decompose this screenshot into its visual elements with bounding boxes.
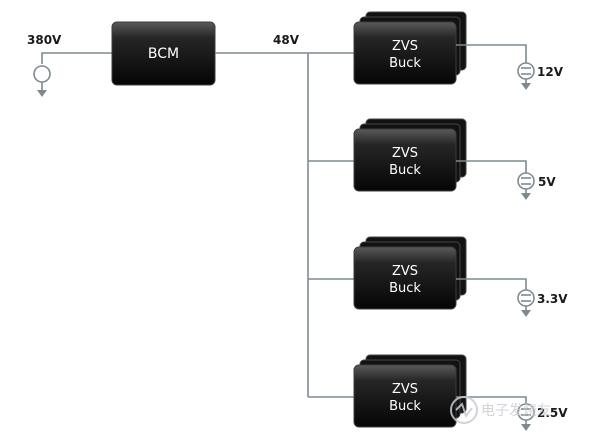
- converter-label-line2: Buck: [389, 281, 421, 296]
- input-ground-arrow-icon: [37, 90, 47, 97]
- input-source-icon: [33, 65, 51, 83]
- converter-label-line1: ZVS: [392, 382, 418, 397]
- input-source: 380V: [27, 33, 112, 97]
- converter-stack: ZVS Buck 12V: [353, 11, 564, 90]
- bcm-label: BCM: [148, 46, 179, 62]
- converter-label-line1: ZVS: [392, 264, 418, 279]
- converter-label-line2: Buck: [389, 163, 421, 178]
- converter-box: [353, 364, 457, 428]
- converter-label-line2: Buck: [389, 399, 421, 414]
- converter-label-line2: Buck: [389, 56, 421, 71]
- output-wire: [456, 396, 527, 404]
- current-source-icon: [517, 62, 535, 80]
- converter-box: [353, 246, 457, 310]
- converter-label-line1: ZVS: [392, 146, 418, 161]
- converter-stack: ZVS Buck 3.3V: [353, 236, 568, 317]
- converter-box: [353, 128, 457, 192]
- converter-stack: ZVS Buck 5V: [353, 118, 556, 200]
- output-voltage-label: 12V: [537, 65, 564, 79]
- ground-arrow-icon: [521, 83, 531, 90]
- watermark: 电子发烧友: [450, 396, 551, 424]
- output-wire: [456, 44, 527, 63]
- converter-stack: ZVS Buck 2.5V: [353, 354, 568, 431]
- watermark-logo-icon: [450, 396, 478, 424]
- converter-box: [353, 21, 457, 85]
- watermark-text: 电子发烧友: [481, 403, 551, 419]
- current-source-icon: [517, 172, 535, 190]
- bcm-block: BCM: [111, 21, 216, 86]
- output-voltage-label: 5V: [538, 175, 556, 189]
- output-wire: [456, 278, 527, 290]
- ground-arrow-icon: [521, 193, 531, 200]
- watermark-logo-mark: [455, 402, 473, 419]
- ground-arrow-icon: [521, 310, 531, 317]
- output-voltage-label: 3.3V: [537, 292, 568, 306]
- current-source-icon: [517, 289, 535, 307]
- converter-label-line1: ZVS: [392, 39, 418, 54]
- bus: 48V: [215, 33, 354, 398]
- bus-voltage-label: 48V: [273, 33, 300, 47]
- input-voltage-label: 380V: [27, 33, 62, 47]
- output-voltage-label: 2.5V: [537, 406, 568, 420]
- output-wire: [456, 160, 527, 173]
- input-wire: [41, 52, 112, 64]
- ground-arrow-icon: [521, 424, 531, 431]
